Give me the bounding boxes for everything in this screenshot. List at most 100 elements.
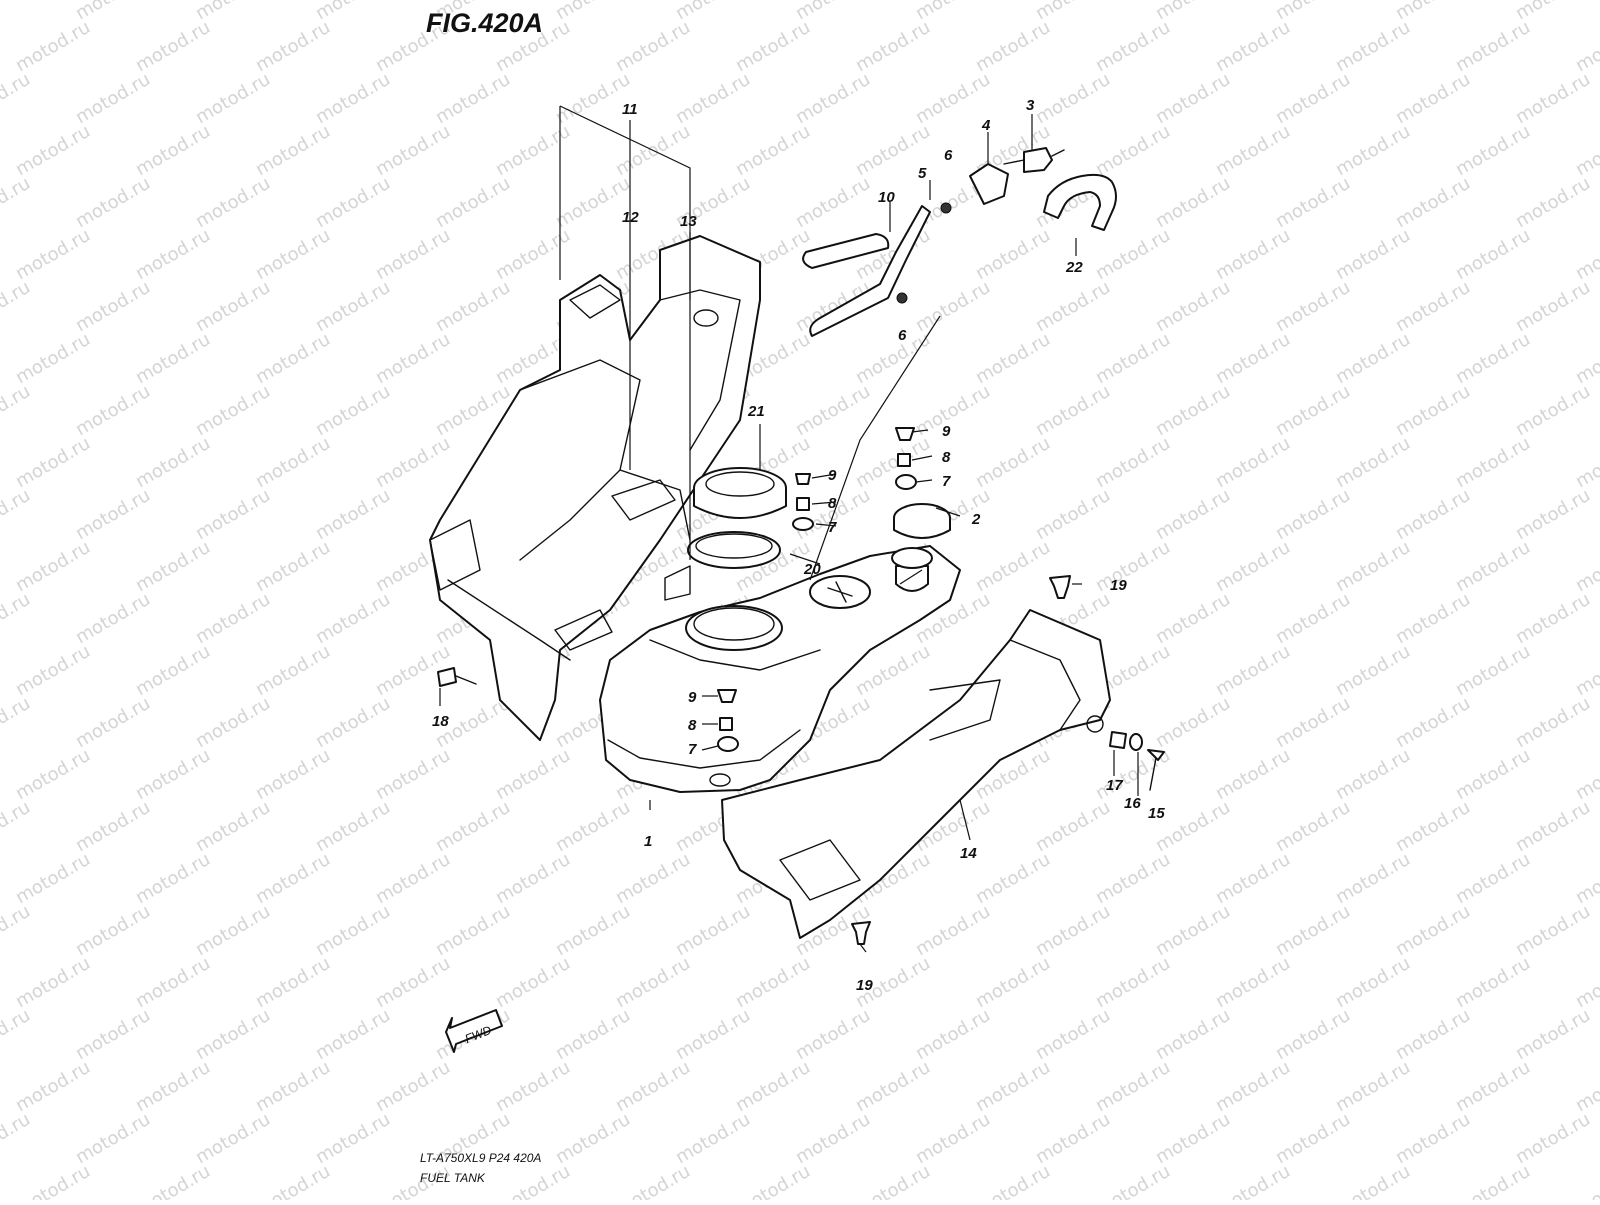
watermark-text: motod.ru [12,433,94,492]
watermark-text: motod.ru [552,1005,634,1064]
watermark-text: motod.ru [1512,693,1594,752]
watermark-text: motod.ru [0,0,34,24]
watermark-text: motod.ru [1512,69,1594,128]
watermark-text: motod.ru [1392,901,1474,960]
clip-upper [1049,575,1071,599]
watermark-text: motod.ru [72,797,154,856]
watermark-text: motod.ru [372,953,454,1012]
callout-21: 21 [747,403,765,420]
callout-8-b: 8 [942,449,951,466]
watermark-text: motod.ru [72,693,154,752]
watermark-text: motod.ru [1512,1005,1594,1064]
watermark-text: motod.ru [552,1109,634,1168]
watermark-text: motod.ru [432,901,514,960]
watermark-text: motod.ru [192,1109,274,1168]
watermark-text: motod.ru [1092,225,1174,284]
watermark-text: motod.ru [972,1057,1054,1116]
clip-lower [851,921,871,945]
watermark-text: motod.ru [972,225,1054,284]
watermark-text: motod.ru [1272,589,1354,648]
watermark-text: motod.ru [12,849,94,908]
watermark-text: motod.ru [1392,1005,1474,1064]
watermark-text: motod.ru [972,17,1054,76]
watermark-text: motod.ru [312,693,394,752]
watermark-text: motod.ru [732,1161,814,1200]
watermark-text: motod.ru [372,121,454,180]
watermark-text: motod.ru [132,745,214,804]
mounting-bolt-left [437,667,477,687]
watermark-text: motod.ru [852,433,934,492]
watermark-text: motod.ru [1152,485,1234,544]
watermark-text: motod.ru [1212,953,1294,1012]
watermark-text: motod.ru [72,901,154,960]
watermark-text: motod.ru [1392,277,1474,336]
watermark-text: motod.ru [252,17,334,76]
callout-7-c: 7 [688,741,697,758]
watermark-text: motod.ru [312,381,394,440]
watermark-text: motod.ru [1212,329,1294,388]
watermark-text: motod.ru [132,433,214,492]
watermark-text: motod.ru [0,901,34,960]
fuel-tank-body [599,545,961,793]
watermark-text: motod.ru [132,1161,214,1200]
watermark-text: motod.ru [732,121,814,180]
watermark-text: motod.ru [912,1109,994,1168]
watermark-text: motod.ru [1032,797,1114,856]
watermark-text: motod.ru [1392,693,1474,752]
watermark-text: motod.ru [852,1161,934,1200]
watermark-text: motod.ru [1092,329,1174,388]
watermark-text: motod.ru [1032,381,1114,440]
watermark-text: motod.ru [192,381,274,440]
callout-7-a: 7 [828,519,837,536]
callout-2: 2 [971,511,981,528]
watermark-text: motod.ru [1272,693,1354,752]
watermark-text: motod.ru [1212,641,1294,700]
watermark-text: motod.ru [1452,17,1534,76]
watermark-text: motod.ru [1332,121,1414,180]
watermark-text: motod.ru [132,225,214,284]
watermark-text: motod.ru [132,537,214,596]
watermark-text: motod.ru [1572,1161,1600,1200]
watermark-text: motod.ru [1212,121,1294,180]
watermark-text: motod.ru [72,381,154,440]
watermark-text: motod.ru [1452,329,1534,388]
callout-15: 15 [1148,805,1165,822]
watermark-text: motod.ru [1452,1057,1534,1116]
watermark-text: motod.ru [612,849,694,908]
watermark-text: motod.ru [1152,901,1234,960]
watermark-text: motod.ru [1152,69,1234,128]
watermark-text: motod.ru [1332,537,1414,596]
watermark-text: motod.ru [432,277,514,336]
watermark-text: motod.ru [432,69,514,128]
watermark-text: motod.ru [1092,17,1174,76]
watermark-text: motod.ru [252,953,334,1012]
watermark-text: motod.ru [132,17,214,76]
watermark-text: motod.ru [1512,277,1594,336]
watermark-text: motod.ru [1212,745,1294,804]
callout-20: 20 [803,561,821,578]
watermark-text: motod.ru [192,589,274,648]
watermark-text: motod.ru [1332,849,1414,908]
watermark-text: motod.ru [1392,1109,1474,1168]
watermark-text: motod.ru [1212,537,1294,596]
hose-clamp-upper [940,202,952,214]
watermark-text: motod.ru [1092,433,1174,492]
watermark-text: motod.ru [1032,901,1114,960]
watermark-text: motod.ru [972,329,1054,388]
watermark-text: motod.ru [1152,277,1234,336]
fuel-pump-gasket [687,531,781,569]
watermark-text: motod.ru [1452,953,1534,1012]
watermark-text: motod.ru [252,329,334,388]
watermark-text: motod.ru [612,17,694,76]
leader-lines [439,105,1139,953]
watermark-text: motod.ru [252,1161,334,1200]
watermark-text: motod.ru [0,589,34,648]
watermark-text: motod.ru [1092,121,1174,180]
callout-9-c: 9 [688,689,697,706]
watermark-text: motod.ru [132,329,214,388]
watermark-text: motod.ru [1152,1109,1234,1168]
watermark-text: motod.ru [732,953,814,1012]
callout-11: 11 [622,101,638,118]
watermark-text: motod.ru [1392,485,1474,544]
